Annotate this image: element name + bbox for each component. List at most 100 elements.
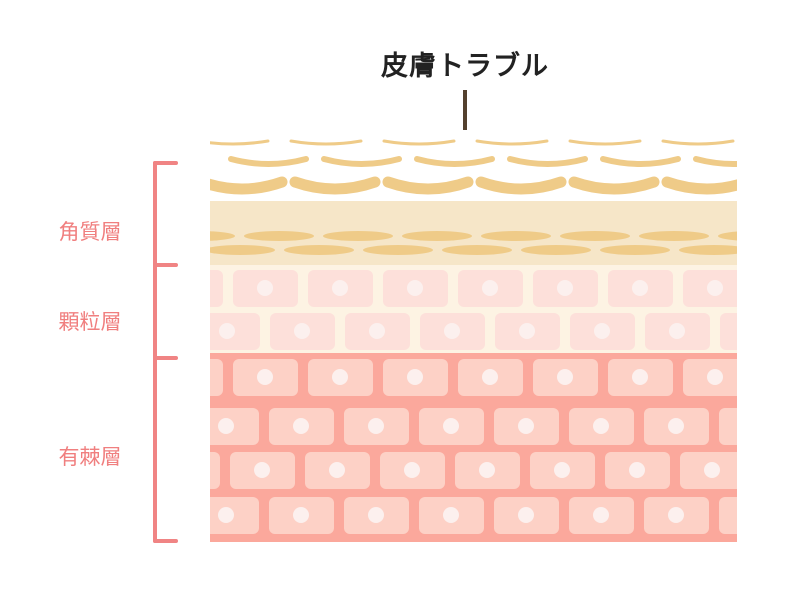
cell-nucleus [482,280,498,296]
spinous-cell [210,497,259,534]
granular-cell [720,313,737,350]
cell-nucleus [407,280,423,296]
cell-nucleus [182,280,198,296]
cell-nucleus [554,462,570,478]
corneocyte [323,231,393,241]
scale-flake [760,182,800,189]
corneocyte [284,245,354,255]
cell-nucleus [743,418,759,434]
spinous-cell [210,359,223,396]
scale-flake [600,156,681,167]
cell-nucleus [707,369,723,385]
cell-nucleus [369,323,385,339]
cell-nucleus [404,462,420,478]
cell-nucleus [368,507,384,523]
cell-nucleus [218,418,234,434]
scale-flake [789,159,800,164]
spinous-cell [210,408,259,445]
cell-nucleus [519,323,535,339]
cell-nucleus [443,418,459,434]
spinous-cell [758,359,800,396]
corneocyte [600,245,670,255]
cell-nucleus [629,462,645,478]
cell-nucleus [557,280,573,296]
cell-nucleus [257,280,273,296]
label-stratum-corneum: 角質層 [58,220,122,244]
label-stratum-granulosum: 顆粒層 [58,310,122,334]
cell-nucleus [368,418,384,434]
cell-nucleus [782,280,798,296]
spinous-cell [719,497,737,534]
cell-nucleus [293,507,309,523]
scale-flake [289,139,363,146]
cell-nucleus [593,507,609,523]
corneocyte [402,231,472,241]
corneocyte [718,231,737,241]
label-stratum-spinosum: 有棘層 [58,445,122,469]
scale-flake [661,176,737,195]
cell-nucleus [632,280,648,296]
cell-nucleus [443,507,459,523]
cell-nucleus [518,418,534,434]
cell-nucleus [632,369,648,385]
spinous-cell [210,452,220,489]
cell-nucleus [444,323,460,339]
scale-flake [693,156,737,167]
cell-nucleus [557,369,573,385]
cell-nucleus [254,462,270,478]
cell-nucleus [518,507,534,523]
granular-cell [210,270,223,307]
cell-nucleus [179,462,195,478]
cell-nucleus [294,323,310,339]
spinous-cell [755,452,800,489]
scale-flake [507,156,588,167]
spinous-cell [719,408,737,445]
cell-nucleus [743,507,759,523]
scale-flake [321,156,402,167]
cell-nucleus [668,418,684,434]
corneocyte [210,231,235,241]
corneocyte [521,245,591,255]
scale-flake [382,176,474,195]
diagram-title: 皮膚トラブル [381,51,549,82]
cell-nucleus [332,280,348,296]
cell-nucleus [779,462,795,478]
scale-flake [568,176,660,195]
corneocyte [244,231,314,241]
corneocyte [679,245,737,255]
cell-nucleus [782,369,798,385]
cell-nucleus [594,323,610,339]
cell-nucleus [329,462,345,478]
scale-flake [382,139,456,146]
cell-nucleus [182,369,198,385]
scale-flake [210,176,288,195]
corneocyte [560,231,630,241]
cell-nucleus [219,323,235,339]
scale-flake [228,156,309,167]
cell-nucleus [593,418,609,434]
corneocyte [363,245,433,255]
cell-nucleus [407,369,423,385]
cell-nucleus [669,323,685,339]
scale-flake [475,176,567,195]
cell-nucleus [668,507,684,523]
scale-flake [289,176,381,195]
corneocyte [210,245,275,255]
corneocyte [481,231,551,241]
cell-nucleus [332,369,348,385]
cell-nucleus [707,280,723,296]
granular-cell [758,270,800,307]
cell-nucleus [293,418,309,434]
scale-flake [568,139,642,146]
scale-flake [475,139,549,146]
scale-flake [414,156,495,167]
cell-nucleus [479,462,495,478]
cell-nucleus [257,369,273,385]
cell-nucleus [744,323,760,339]
scale-flake [661,139,735,146]
cell-nucleus [218,507,234,523]
corneocyte [442,245,512,255]
granular-cell [210,313,260,350]
scale-flake [210,139,270,146]
